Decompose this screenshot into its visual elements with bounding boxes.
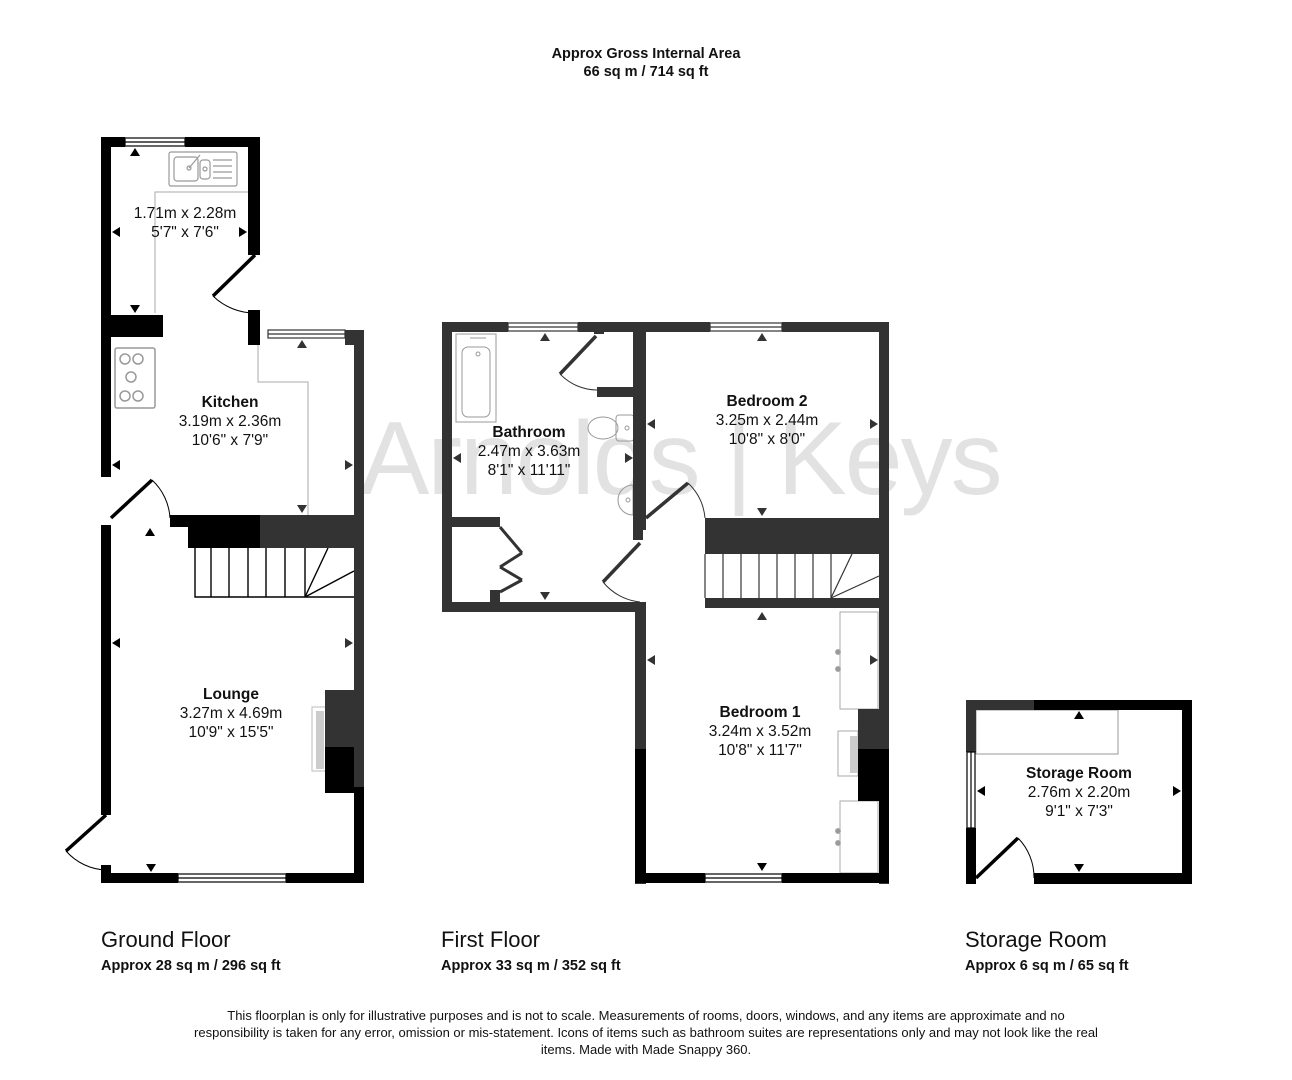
first-floor-plan <box>442 322 889 884</box>
ground-floor-plan <box>64 137 364 883</box>
door-swing-icon <box>64 253 257 871</box>
room-dimensions-imperial: 9'1" x 7'3" <box>1045 803 1113 820</box>
room-name: Bedroom 2 <box>726 393 808 410</box>
room-name: Storage Room <box>1026 765 1132 782</box>
room-name: Bedroom 1 <box>719 704 801 721</box>
dimension-arrow-icon <box>453 333 878 871</box>
dimension-arrow-icon <box>977 711 1181 872</box>
room-dimensions-imperial: 5'7" x 7'6" <box>151 224 219 241</box>
room-name: Bathroom <box>492 424 566 441</box>
room-dimensions-imperial: 8'1" x 11'11" <box>487 462 571 479</box>
bath-icon <box>455 333 497 423</box>
floor-title-first: First Floor <box>441 927 540 952</box>
plan-header: Approx Gross Internal Area 66 sq m / 714… <box>0 45 1292 81</box>
room-dimensions-metric: 1.71m x 2.28m <box>133 205 237 222</box>
basin-icon <box>617 484 634 516</box>
room-name: Kitchen <box>201 394 259 411</box>
staircase-icon <box>704 553 880 599</box>
first-floor-walls <box>442 322 889 884</box>
room-label-kitchen: Kitchen 3.19m x 2.36m 10'6" x 7'9" <box>179 393 282 450</box>
room-dimensions-imperial: 10'8" x 8'0" <box>728 431 806 448</box>
room-dimensions-imperial: 10'6" x 7'9" <box>191 432 269 449</box>
disclaimer-text: This floorplan is only for illustrative … <box>194 1008 1098 1057</box>
storage-walls <box>966 700 1192 884</box>
window-icon <box>267 329 346 339</box>
floor-area-storage: Approx 6 sq m / 65 sq ft <box>965 958 1129 974</box>
window-icon <box>704 873 783 883</box>
toilet-icon <box>587 414 635 442</box>
floor-title-storage: Storage Room <box>965 927 1107 952</box>
sink-icon <box>168 151 238 187</box>
room-label-bathroom: Bathroom 2.47m x 3.63m 8'1" x 11'11" <box>478 423 581 480</box>
room-dimensions-metric: 3.24m x 3.52m <box>708 723 812 740</box>
floor-title-ground: Ground Floor <box>101 927 231 952</box>
window-icon <box>124 137 186 147</box>
window-icon <box>507 322 783 332</box>
room-label-bedroom-1: Bedroom 1 3.24m x 3.52m 10'8" x 11'7" <box>709 703 812 760</box>
room-dimensions-metric: 3.19m x 2.36m <box>178 413 282 430</box>
room-dimensions-metric: 2.47m x 3.63m <box>477 443 581 460</box>
plan-title: Approx Gross Internal Area <box>551 46 741 62</box>
floor-area-first: Approx 33 sq m / 352 sq ft <box>441 958 621 974</box>
kitchen-counter-outline <box>154 191 309 515</box>
dimension-arrow-icon <box>112 148 353 872</box>
room-label-kitchen-annex: 1.71m x 2.28m 5'7" x 7'6" <box>134 204 237 242</box>
room-dimensions-metric: 2.76m x 2.20m <box>1027 784 1131 801</box>
window-icon <box>966 751 976 829</box>
storage-room-plan <box>966 700 1192 884</box>
floor-area-ground: Approx 28 sq m / 296 sq ft <box>101 958 281 974</box>
agency-watermark: Arnolds | Keys <box>360 401 1003 517</box>
room-name: Lounge <box>203 686 259 703</box>
counter-outline <box>975 709 1119 755</box>
room-dimensions-metric: 3.25m x 2.44m <box>715 412 819 429</box>
room-dimensions-metric: 3.27m x 4.69m <box>179 705 283 722</box>
door-swing-icon <box>974 836 1035 880</box>
staircase-icon <box>194 547 355 598</box>
room-label-lounge: Lounge 3.27m x 4.69m 10'9" x 15'5" <box>180 685 283 742</box>
room-label-bedroom-2: Bedroom 2 3.25m x 2.44m 10'8" x 8'0" <box>716 392 819 449</box>
door-swing-icon <box>498 334 706 603</box>
window-icon <box>177 873 287 883</box>
room-dimensions-imperial: 10'8" x 11'7" <box>718 742 802 759</box>
room-dimensions-imperial: 10'9" x 15'5" <box>188 724 274 741</box>
room-label-storage-room: Storage Room 2.76m x 2.20m 9'1" x 7'3" <box>1026 764 1132 821</box>
hob-icon <box>114 347 156 409</box>
ground-floor-walls <box>101 137 364 883</box>
total-area: 66 sq m / 714 sq ft <box>583 64 709 80</box>
